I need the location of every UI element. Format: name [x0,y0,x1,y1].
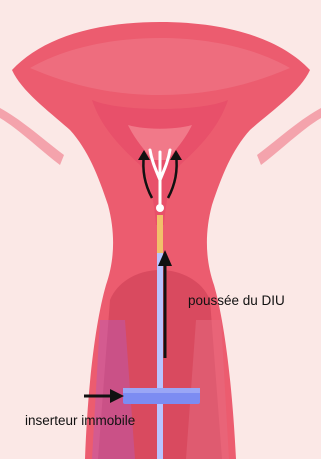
left-fallopian-tube [0,108,64,165]
iud-stem [157,215,163,253]
right-fallopian-tube [257,108,321,165]
inserter-handle-highlight [123,388,200,393]
push-label: poussée du DIU [188,293,285,308]
iud-knob [156,204,164,212]
inserter-label: inserteur immobile [25,413,135,428]
